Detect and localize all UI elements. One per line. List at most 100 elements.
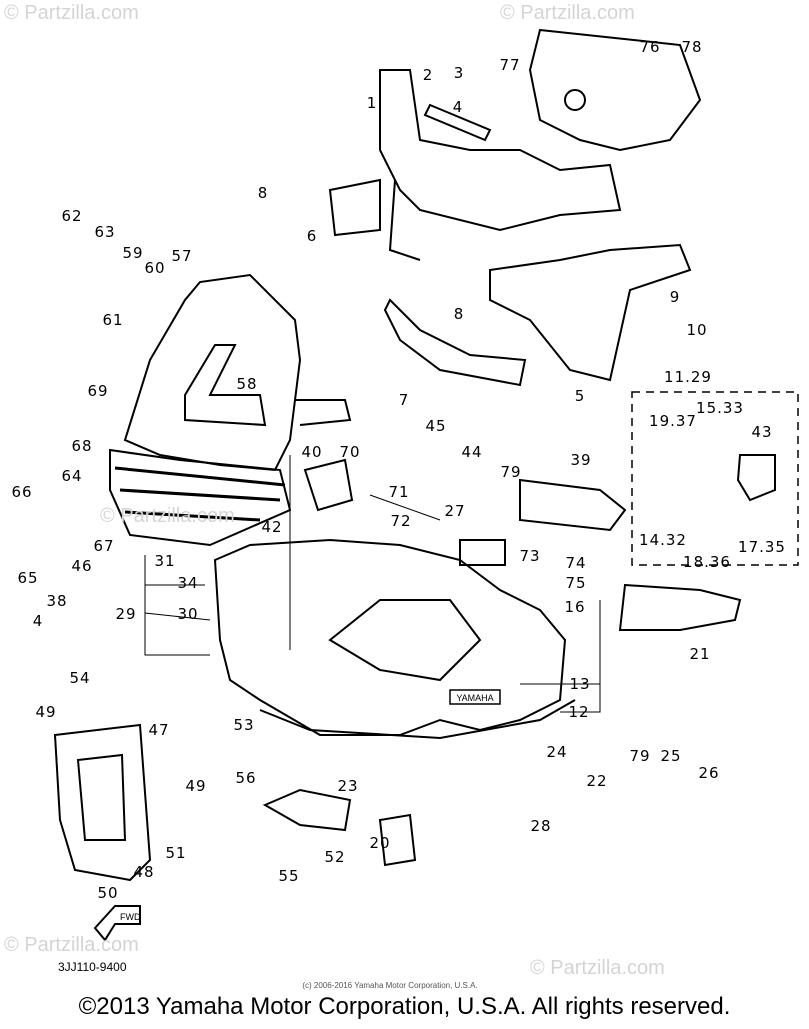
callout-73: 73 — [519, 547, 541, 565]
callout-77: 77 — [499, 56, 521, 74]
stay-5 — [489, 243, 692, 382]
callout-68: 68 — [71, 437, 93, 455]
callout-53: 53 — [233, 716, 255, 734]
inner-panel-39 — [519, 478, 627, 532]
callout-2: 2 — [422, 66, 434, 84]
callout-23: 23 — [337, 777, 359, 795]
callout-1: 1 — [366, 94, 378, 112]
diagram-code: 3JJ110-9400 — [58, 960, 127, 974]
callout-66: 66 — [11, 483, 33, 501]
callout-24: 24 — [546, 743, 568, 761]
callout-58: 58 — [236, 375, 258, 393]
stay-6 — [328, 178, 381, 237]
callout-45: 45 — [425, 417, 447, 435]
panel-52 — [262, 788, 352, 832]
callout-14-32: 14.32 — [639, 531, 687, 549]
mirror-70 — [303, 458, 354, 512]
callout-20: 20 — [369, 834, 391, 852]
callout-72: 72 — [390, 512, 412, 530]
callout-59: 59 — [122, 244, 144, 262]
callout-4: 4 — [452, 98, 464, 116]
callout-76: 76 — [639, 38, 661, 56]
callout-10: 10 — [686, 321, 708, 339]
watermark: © Partzilla.com — [530, 957, 665, 979]
callout-6: 6 — [306, 227, 318, 245]
callout-71: 71 — [388, 483, 410, 501]
callout-67: 67 — [93, 537, 115, 555]
stay-7 — [383, 298, 527, 387]
callout-28: 28 — [530, 817, 552, 835]
watermark: © Partzilla.com — [500, 2, 635, 24]
callout-21: 21 — [689, 645, 711, 663]
front-arrow-label: FWD — [120, 912, 141, 922]
callout-51: 51 — [165, 844, 187, 862]
upper-bracket — [379, 69, 622, 261]
callout-22: 22 — [586, 772, 608, 790]
footer-copyright: ©2013 Yamaha Motor Corporation, U.S.A. A… — [78, 993, 731, 1020]
callout-18-36: 18.36 — [683, 553, 731, 571]
callout-49: 49 — [185, 777, 207, 795]
callout-29: 29 — [115, 605, 137, 623]
callout-17-35: 17.35 — [738, 538, 786, 556]
embedded-copyright: (c) 2006-2016 Yamaha Motor Corporation, … — [302, 981, 478, 990]
callout-78: 78 — [681, 38, 703, 56]
callout-70: 70 — [339, 443, 361, 461]
callout-64: 64 — [61, 467, 83, 485]
lamp-73 — [459, 539, 506, 566]
callout-26: 26 — [698, 764, 720, 782]
windscreen-57 — [123, 273, 302, 472]
callout-69: 69 — [87, 382, 109, 400]
callout-48: 48 — [133, 863, 155, 881]
callout-11-29: 11.29 — [664, 368, 712, 386]
callout-75: 75 — [565, 574, 587, 592]
callout-12: 12 — [568, 703, 590, 721]
callout-43: 43 — [751, 423, 773, 441]
cowl-67 — [109, 448, 292, 547]
callout-30: 30 — [177, 605, 199, 623]
callout-25: 25 — [660, 747, 682, 765]
callout-52: 52 — [324, 848, 346, 866]
callout-44: 44 — [461, 443, 483, 461]
callout-27: 27 — [444, 502, 466, 520]
callout-60: 60 — [144, 259, 166, 277]
callout-9: 9 — [669, 288, 681, 306]
callout-16: 16 — [564, 598, 586, 616]
fairing-logo: YAMAHA — [456, 693, 493, 703]
watermark: © Partzilla.com — [100, 505, 235, 527]
grille-48 — [53, 723, 152, 882]
cover-76 — [528, 28, 702, 152]
callout-8: 8 — [453, 305, 465, 323]
callout-47: 47 — [148, 721, 170, 739]
callout-7: 7 — [398, 391, 410, 409]
callout-13: 13 — [569, 675, 591, 693]
callout-42: 42 — [261, 518, 283, 536]
callout-62: 62 — [61, 207, 83, 225]
watermark: © Partzilla.com — [4, 2, 139, 24]
front-arrow — [93, 905, 141, 942]
bracket-2 — [423, 103, 492, 142]
callout-15-33: 15.33 — [696, 399, 744, 417]
callout-63: 63 — [94, 223, 116, 241]
callout-61: 61 — [102, 311, 124, 329]
cover-43 — [736, 454, 776, 502]
callout-57: 57 — [171, 247, 193, 265]
callout-54: 54 — [69, 669, 91, 687]
callout-55: 55 — [278, 867, 300, 885]
fairing-panel — [213, 538, 567, 736]
callout-31: 31 — [154, 552, 176, 570]
callout-3: 3 — [453, 64, 465, 82]
callout-19-37: 19.37 — [649, 412, 697, 430]
callout-38: 38 — [46, 592, 68, 610]
callout-46: 46 — [71, 557, 93, 575]
windscreen-cutout-58 — [184, 344, 267, 427]
callout-34: 34 — [177, 574, 199, 592]
callout-49: 49 — [35, 703, 57, 721]
callout-5: 5 — [574, 387, 586, 405]
callout-74: 74 — [565, 554, 587, 572]
callout-39: 39 — [570, 451, 592, 469]
callout-79: 79 — [629, 747, 651, 765]
callout-8: 8 — [257, 184, 269, 202]
watermark: © Partzilla.com — [4, 934, 139, 956]
callout-4: 4 — [32, 612, 44, 630]
